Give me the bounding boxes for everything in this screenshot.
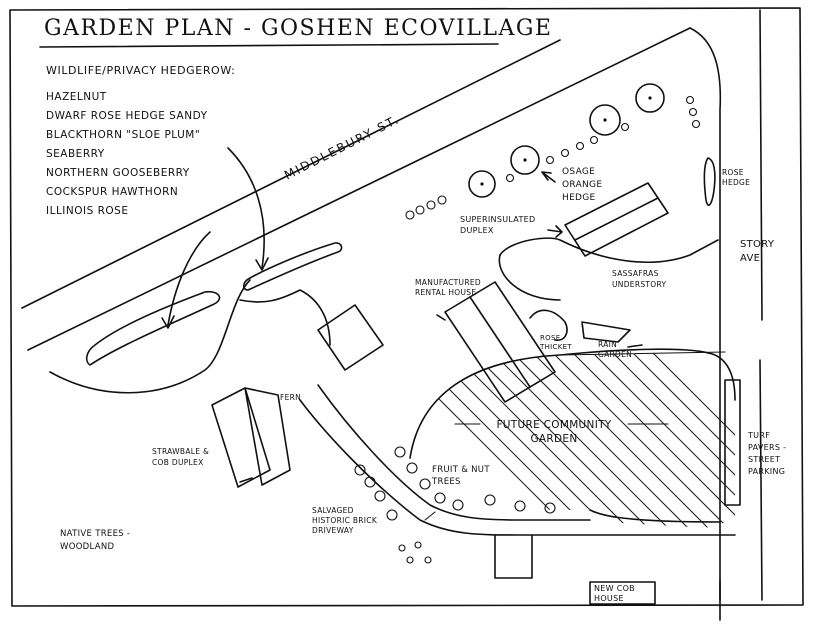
duplex-lot-curb [499, 237, 719, 264]
story-ave-label: STORY AVE. [740, 239, 775, 264]
garden-south-edge [589, 509, 721, 523]
new-cob-house-label: NEW COB HOUSE [594, 584, 635, 603]
middlebury-street-line-north [21, 39, 561, 309]
hedgerow-arrow-west-head [161, 315, 175, 329]
strawbale-cob-duplex [211, 387, 291, 488]
rental-house-label: MANUFACTURED RENTAL HOUSE [415, 278, 481, 297]
list-item: BLACKTHORN "SLOE PLUM" [46, 129, 201, 141]
hedgerow-arrow-east [227, 147, 265, 269]
hedgerow-bed-east [242, 242, 343, 291]
osage-orange-trees [405, 83, 701, 220]
hedgerow-arrow-east-head [255, 257, 269, 271]
brick-driveway-label: SALVAGED HISTORIC BRICK DRIVEWAY [312, 506, 378, 535]
duplex-arrow [547, 225, 563, 238]
hedgerow-arrow-west [167, 231, 211, 326]
duplex-strawbale-arrow [239, 477, 253, 483]
list-item: COCKSPUR HAWTHORN [46, 186, 179, 198]
community-garden-edge [409, 351, 726, 459]
list-item: DWARF ROSE HEDGE SANDY [46, 110, 208, 122]
turf-pavers-strip [724, 379, 741, 506]
new-cob-house-box [589, 581, 656, 605]
list-item: HAZELNUT [46, 91, 107, 103]
rain-garden-bed [581, 321, 631, 343]
hedgerow-plant-list: HAZELNUT DWARF ROSE HEDGE SANDY BLACKTHO… [46, 88, 208, 221]
story-ave-east-line [759, 9, 763, 321]
hedgerow-heading: WILDLIFE/PRIVACY HEDGEROW: [46, 64, 236, 77]
driveway-arrow [424, 511, 436, 521]
middlebury-street-line-mid [27, 27, 691, 351]
title-underline [39, 43, 499, 48]
fern-label: FERN [280, 393, 302, 402]
small-house [317, 304, 384, 371]
rose-hedge-bed [703, 157, 716, 206]
osage-orange-label: OSAGE ORANGE HEDGE [562, 167, 603, 203]
rose-thicket-bed [529, 309, 568, 342]
story-ave-east-line-lower [759, 359, 763, 601]
strawbale-duplex-label: STRAWBALE & COB DUPLEX [152, 447, 210, 467]
story-ave-corner-curb [689, 27, 722, 601]
sassafras-label: SASSAFRAS UNDERSTORY [612, 269, 667, 289]
community-garden-label: FUTURE COMMUNITY GARDEN [496, 419, 612, 445]
duplex-lot-curb-lower [498, 254, 561, 301]
native-trees-label: NATIVE TREES - WOODLAND [60, 529, 131, 552]
parking-bay [494, 534, 533, 579]
page-title: GARDEN PLAN - GOSHEN ECOVILLAGE [44, 16, 553, 41]
driveway-curb-west [239, 289, 331, 346]
hedgerow-bed-curb [49, 279, 251, 394]
fruit-nut-label: FRUIT & NUT TREES [432, 465, 490, 487]
hedgerow-bed-west [85, 290, 221, 366]
list-item: SEABERRY [46, 148, 105, 160]
rental-arrow [436, 314, 446, 321]
rain-garden-arrow [627, 344, 643, 348]
list-item: ILLINOIS ROSE [46, 205, 129, 217]
brick-driveway-outer [299, 399, 736, 536]
fruit-nut-trees [354, 446, 556, 564]
superinsulated-duplex [564, 182, 669, 257]
superinsulated-duplex-label: SUPERINSULATED DUPLEX [460, 215, 536, 235]
rain-garden-label: RAIN GARDEN [598, 340, 633, 359]
rose-hedge-label: ROSE HEDGE [722, 168, 751, 187]
brick-driveway-inner [317, 384, 591, 521]
osage-arrow [541, 171, 556, 183]
rose-thicket-label: ROSE THICKET [540, 334, 572, 351]
turf-pavers-label: TURF PAVERS - STREET PARKING [748, 431, 787, 476]
page-border [9, 7, 804, 607]
manufactured-rental-house [444, 281, 556, 403]
list-item: NORTHERN GOOSEBERRY [46, 167, 190, 179]
